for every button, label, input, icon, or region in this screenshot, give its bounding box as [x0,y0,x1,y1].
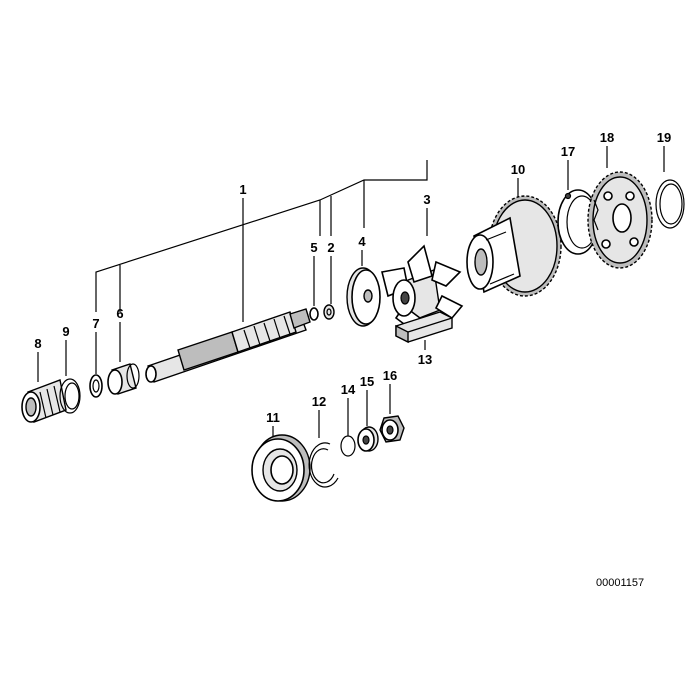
part-1-shaft [145,308,311,383]
callout-11: 11 [266,410,280,425]
callout-15: 15 [360,374,374,389]
callout-16: 16 [383,368,397,383]
part-8-needle-bearing [21,379,67,423]
callout-13: 13 [418,352,432,367]
callout-6: 6 [116,306,123,321]
callout-9: 9 [62,324,69,339]
part-12-circlip [308,442,339,488]
part-6-sleeve [107,363,140,395]
diagram-reference-number: 00001157 [596,577,644,589]
callout-10: 10 [511,162,525,177]
part-14-o-ring [340,435,356,457]
callout-4: 4 [358,234,366,249]
part-13-bracket [395,311,453,344]
part-2-ring [323,304,335,320]
callout-14: 14 [341,382,356,397]
part-7-washer [89,374,103,398]
part-19-snap-ring [655,179,685,229]
part-4-thrust-washer [346,267,381,327]
callout-7: 7 [92,316,99,331]
callout-5: 5 [310,240,317,255]
part-11-shaft-seal [251,434,311,502]
callout-18: 18 [600,130,614,145]
part-16-nut [379,415,405,443]
callout-19: 19 [657,130,671,145]
callout-3: 3 [423,192,430,207]
part-10-gear-hub [466,195,562,297]
leader-lines [37,146,665,442]
part-9-circlip [59,378,81,414]
part-18-large-gear [587,171,653,269]
callout-8: 8 [34,336,41,351]
callout-labels: 1 2 3 4 5 6 7 8 9 10 11 12 13 14 15 16 1… [34,130,671,425]
callout-2: 2 [327,240,334,255]
callout-12: 12 [312,394,326,409]
callout-17: 17 [561,144,575,159]
part-15-bushing [357,426,379,452]
part-5-ring [309,307,319,321]
callout-1: 1 [239,182,246,197]
